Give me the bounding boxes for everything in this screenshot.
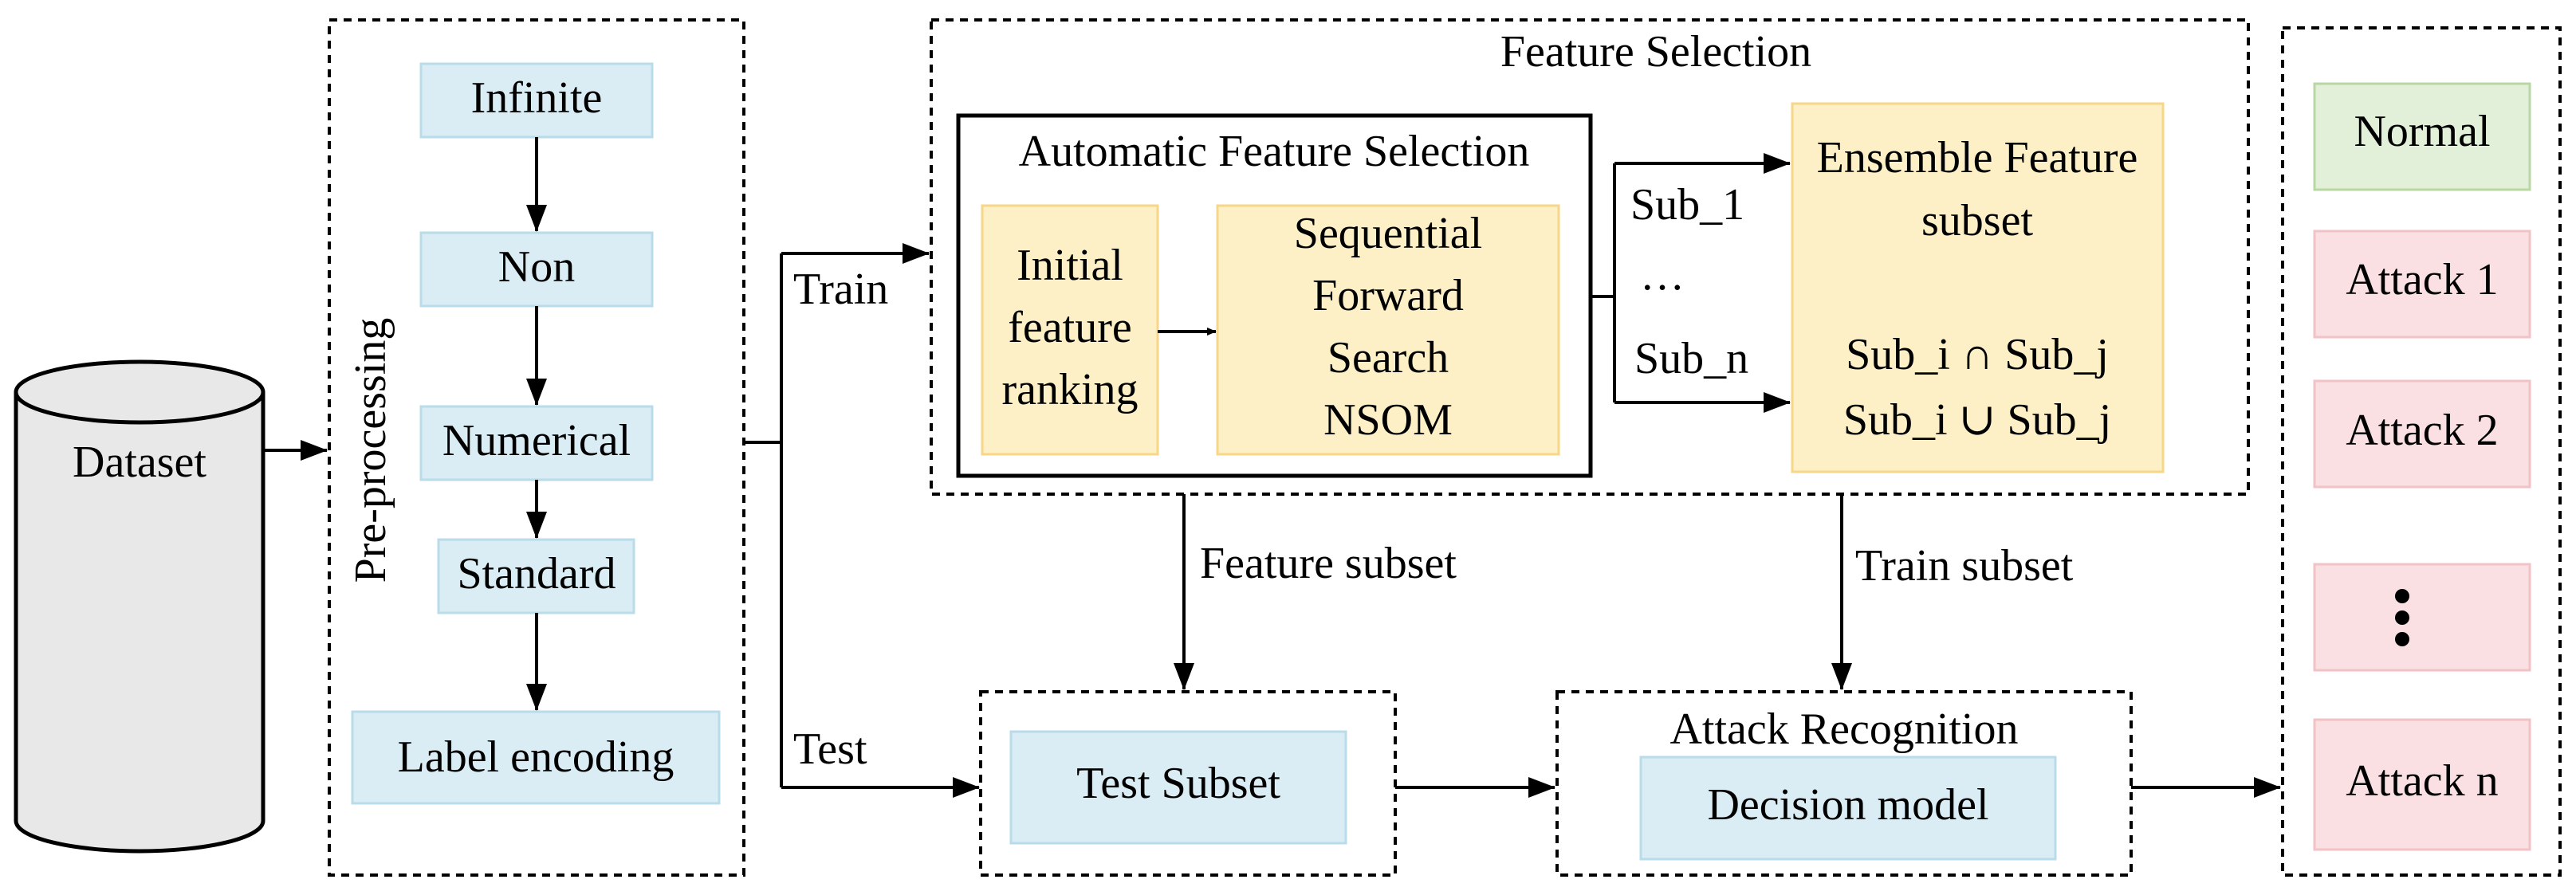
ensemble-title-line-1: Ensemble Feature: [1817, 133, 2138, 183]
ensemble-union: Sub_i ∪ Sub_j: [1843, 395, 2111, 445]
decision-model-label: Decision model: [1707, 780, 1988, 830]
attack-recognition-title: Attack Recognition: [1669, 705, 2018, 754]
ensemble-feature-box: [1791, 102, 2165, 473]
ensemble-title-line-2: subset: [1921, 196, 2033, 245]
classes-box: [2281, 26, 2562, 877]
sequential-search-line-4: NSOM: [1323, 395, 1453, 445]
dataset-cylinder-top: [14, 359, 265, 425]
class-attack-1-label: Attack 1: [2346, 255, 2498, 304]
dataset-label: Dataset: [73, 438, 206, 487]
sequential-search-line-1: Sequential: [1294, 209, 1482, 258]
ensemble-intersection: Sub_i ∩ Sub_j: [1846, 330, 2109, 379]
class-ellipsis-box: [2313, 563, 2531, 672]
sequential-search-line-2: Forward: [1312, 271, 1464, 320]
test-subset-container: [979, 690, 1397, 877]
sub-n-label: Sub_n: [1634, 334, 1748, 383]
step-non-box: [419, 231, 654, 308]
step-label-encoding-label: Label encoding: [398, 732, 674, 782]
sequential-search-line-3: Search: [1327, 333, 1449, 383]
test-label: Test: [793, 724, 867, 774]
train-label: Train: [793, 265, 888, 314]
feature-selection-title: Feature Selection: [1500, 27, 1811, 77]
automatic-feature-selection-title: Automatic Feature Selection: [1019, 127, 1530, 176]
step-infinite-box: [419, 62, 654, 139]
sub-1-label: Sub_1: [1630, 180, 1744, 230]
step-standard-label: Standard: [457, 549, 615, 599]
preprocessing-steps: Infinite Non Numerical Standard Label en…: [351, 62, 721, 805]
step-non-label: Non: [498, 242, 575, 292]
sub-ellipsis: …: [1640, 250, 1685, 300]
class-normal-label: Normal: [2354, 107, 2490, 156]
preprocessing-box: [328, 18, 745, 877]
preprocessing-title: Pre-processing: [346, 318, 395, 583]
class-normal-box: [2313, 82, 2531, 191]
step-label-encoding-box: [351, 710, 721, 805]
train-subset-label: Train subset: [1855, 541, 2074, 591]
class-ellipsis-dot-1: [2395, 589, 2409, 603]
attack-recognition-box: [1555, 690, 2133, 877]
feature-selection-box: [930, 18, 2250, 496]
step-infinite-label: Infinite: [471, 73, 603, 123]
test-subset-box: [1009, 730, 1347, 845]
initial-ranking-box: [981, 204, 1159, 456]
dataset-cylinder-body: [14, 392, 265, 854]
class-attack-1-box: [2313, 230, 2531, 339]
dataset-cylinder: Dataset: [14, 359, 265, 854]
initial-ranking-line-1: Initial: [1017, 241, 1123, 290]
decision-model-box: [1639, 756, 2057, 861]
test-subset-label: Test Subset: [1076, 759, 1280, 808]
class-ellipsis-dot-2: [2395, 610, 2409, 625]
class-attack-n-label: Attack n: [2346, 756, 2498, 806]
class-attack-n-box: [2313, 718, 2531, 851]
initial-ranking-line-2: feature: [1008, 303, 1131, 352]
class-attack-2-label: Attack 2: [2346, 406, 2498, 455]
initial-ranking-line-3: ranking: [1001, 365, 1138, 414]
step-numerical-label: Numerical: [442, 416, 631, 465]
class-ellipsis-dot-3: [2395, 632, 2409, 646]
sequential-search-box: [1216, 204, 1560, 456]
feature-subset-label: Feature subset: [1200, 539, 1457, 588]
class-attack-2-box: [2313, 379, 2531, 489]
step-numerical-box: [419, 405, 654, 481]
